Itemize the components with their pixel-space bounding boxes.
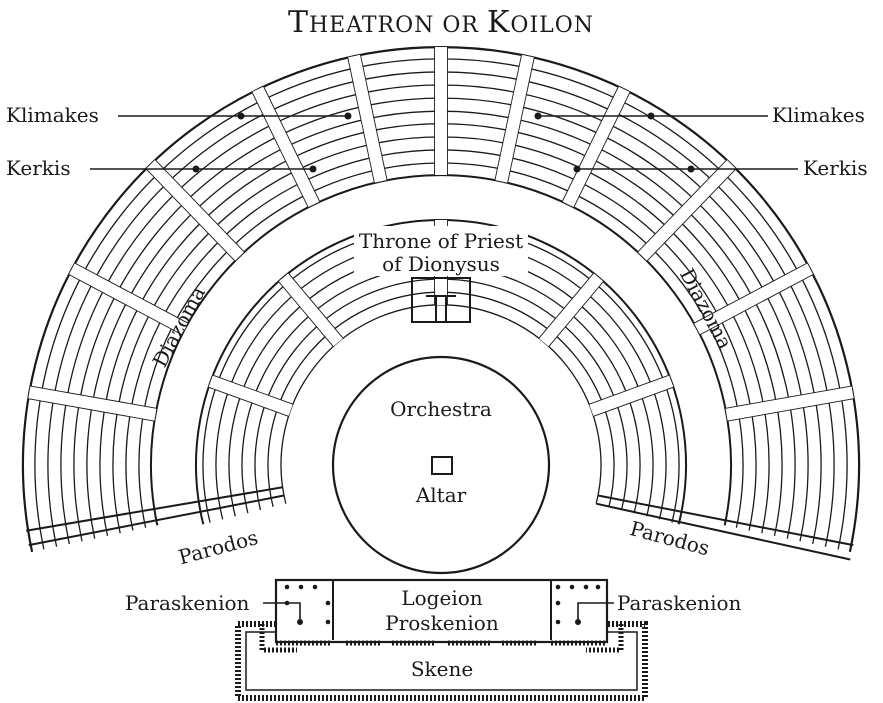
paraskenion-columns <box>284 584 601 625</box>
klimakes-left-dot-2 <box>344 112 352 120</box>
paraskenion-left-dot <box>297 619 303 625</box>
proskenion-label: Proskenion <box>385 611 499 635</box>
kerkis-left-dot-1 <box>192 165 200 173</box>
logeion-frame <box>274 578 609 644</box>
paraskenion-column-2 <box>312 584 318 590</box>
skene-label: Skene <box>411 657 473 681</box>
paraskenion-column-11 <box>555 619 561 625</box>
paraskenion-left-leader <box>263 602 301 620</box>
skene-inner-wall <box>245 631 638 691</box>
kerkis-right-dot-2 <box>687 165 695 173</box>
orchestra-circle <box>331 355 551 575</box>
upper-aisle-2-fill <box>638 160 736 261</box>
stage-building <box>235 578 648 701</box>
skene-right-return <box>586 624 624 653</box>
parodos-right-band-outer <box>596 502 851 561</box>
logeion-label: Logeion <box>401 586 482 610</box>
throne-label-line1: Throne of Priest <box>359 229 523 253</box>
kerkis-right-dot-1 <box>573 165 581 173</box>
kerkis-left-dot-2 <box>309 165 317 173</box>
parodos-left-label: Parodos <box>176 525 261 569</box>
klimakes-right-dot-2 <box>647 112 655 120</box>
paraskenion-column-0 <box>284 584 290 590</box>
upper-aisle-10-fill <box>28 386 157 421</box>
klimakes-left-dot-1 <box>237 112 245 120</box>
upper-aisle-5-fill <box>435 47 447 175</box>
upper-aisle-6-fill <box>348 54 387 183</box>
kerkis-right-label: Kerkis <box>803 156 868 180</box>
paraskenion-column-10 <box>555 600 561 606</box>
parodos-right-label: Parodos <box>627 516 712 560</box>
parodos-left-band-outer <box>26 486 283 532</box>
paraskenion-column-4 <box>325 600 331 606</box>
klimakes-right-dot-1 <box>534 112 542 120</box>
diagram-title: THEATRON OR KOILON <box>288 5 594 40</box>
callout-lines <box>90 112 798 625</box>
throne-label-bg <box>354 226 528 276</box>
lower-aisle-4-fill <box>208 375 293 416</box>
koilon-seating <box>21 46 861 561</box>
labels: Klimakes Klimakes Kerkis Kerkis Throne o… <box>6 103 868 681</box>
upper-aisle-4-fill <box>495 54 534 183</box>
klimakes-left-label: Klimakes <box>6 103 99 127</box>
paraskenion-column-9 <box>595 584 601 590</box>
parodos-left-band-inner <box>28 494 285 547</box>
paraskenion-column-8 <box>583 584 589 590</box>
upper-aisle-8-fill <box>146 160 244 261</box>
paraskenion-column-5 <box>325 619 331 625</box>
lower-aisle-0-fill <box>589 375 674 416</box>
throne-label-line2: of Dionysus <box>382 252 500 276</box>
kerkis-left-label: Kerkis <box>6 156 71 180</box>
altar-square <box>431 456 453 475</box>
paraskenion-left-label: Paraskenion <box>125 591 250 615</box>
paraskenion-right-leader <box>577 602 614 620</box>
paraskenion-column-6 <box>555 584 561 590</box>
upper-aisle-9-fill <box>69 263 188 335</box>
altar-label: Altar <box>415 483 467 507</box>
paraskenion-column-1 <box>298 584 304 590</box>
diazoma-left-label: Diazoma <box>148 282 210 371</box>
lower-aisle-3-fill <box>278 273 343 347</box>
paraskenion-right-label: Paraskenion <box>617 591 742 615</box>
upper-aisle-0-fill <box>725 386 854 421</box>
klimakes-right-label: Klimakes <box>772 103 865 127</box>
skene-left-return <box>259 624 297 653</box>
throne-box <box>411 277 471 323</box>
upper-aisle-1-fill <box>694 263 813 335</box>
orchestra-label: Orchestra <box>390 397 492 421</box>
lower-aisle-1-fill <box>539 273 604 347</box>
paraskenion-right-dot <box>575 619 581 625</box>
parodos-right-band-inner <box>597 494 854 547</box>
paraskenion-column-7 <box>569 584 575 590</box>
diazoma-outer-edge <box>150 174 732 526</box>
